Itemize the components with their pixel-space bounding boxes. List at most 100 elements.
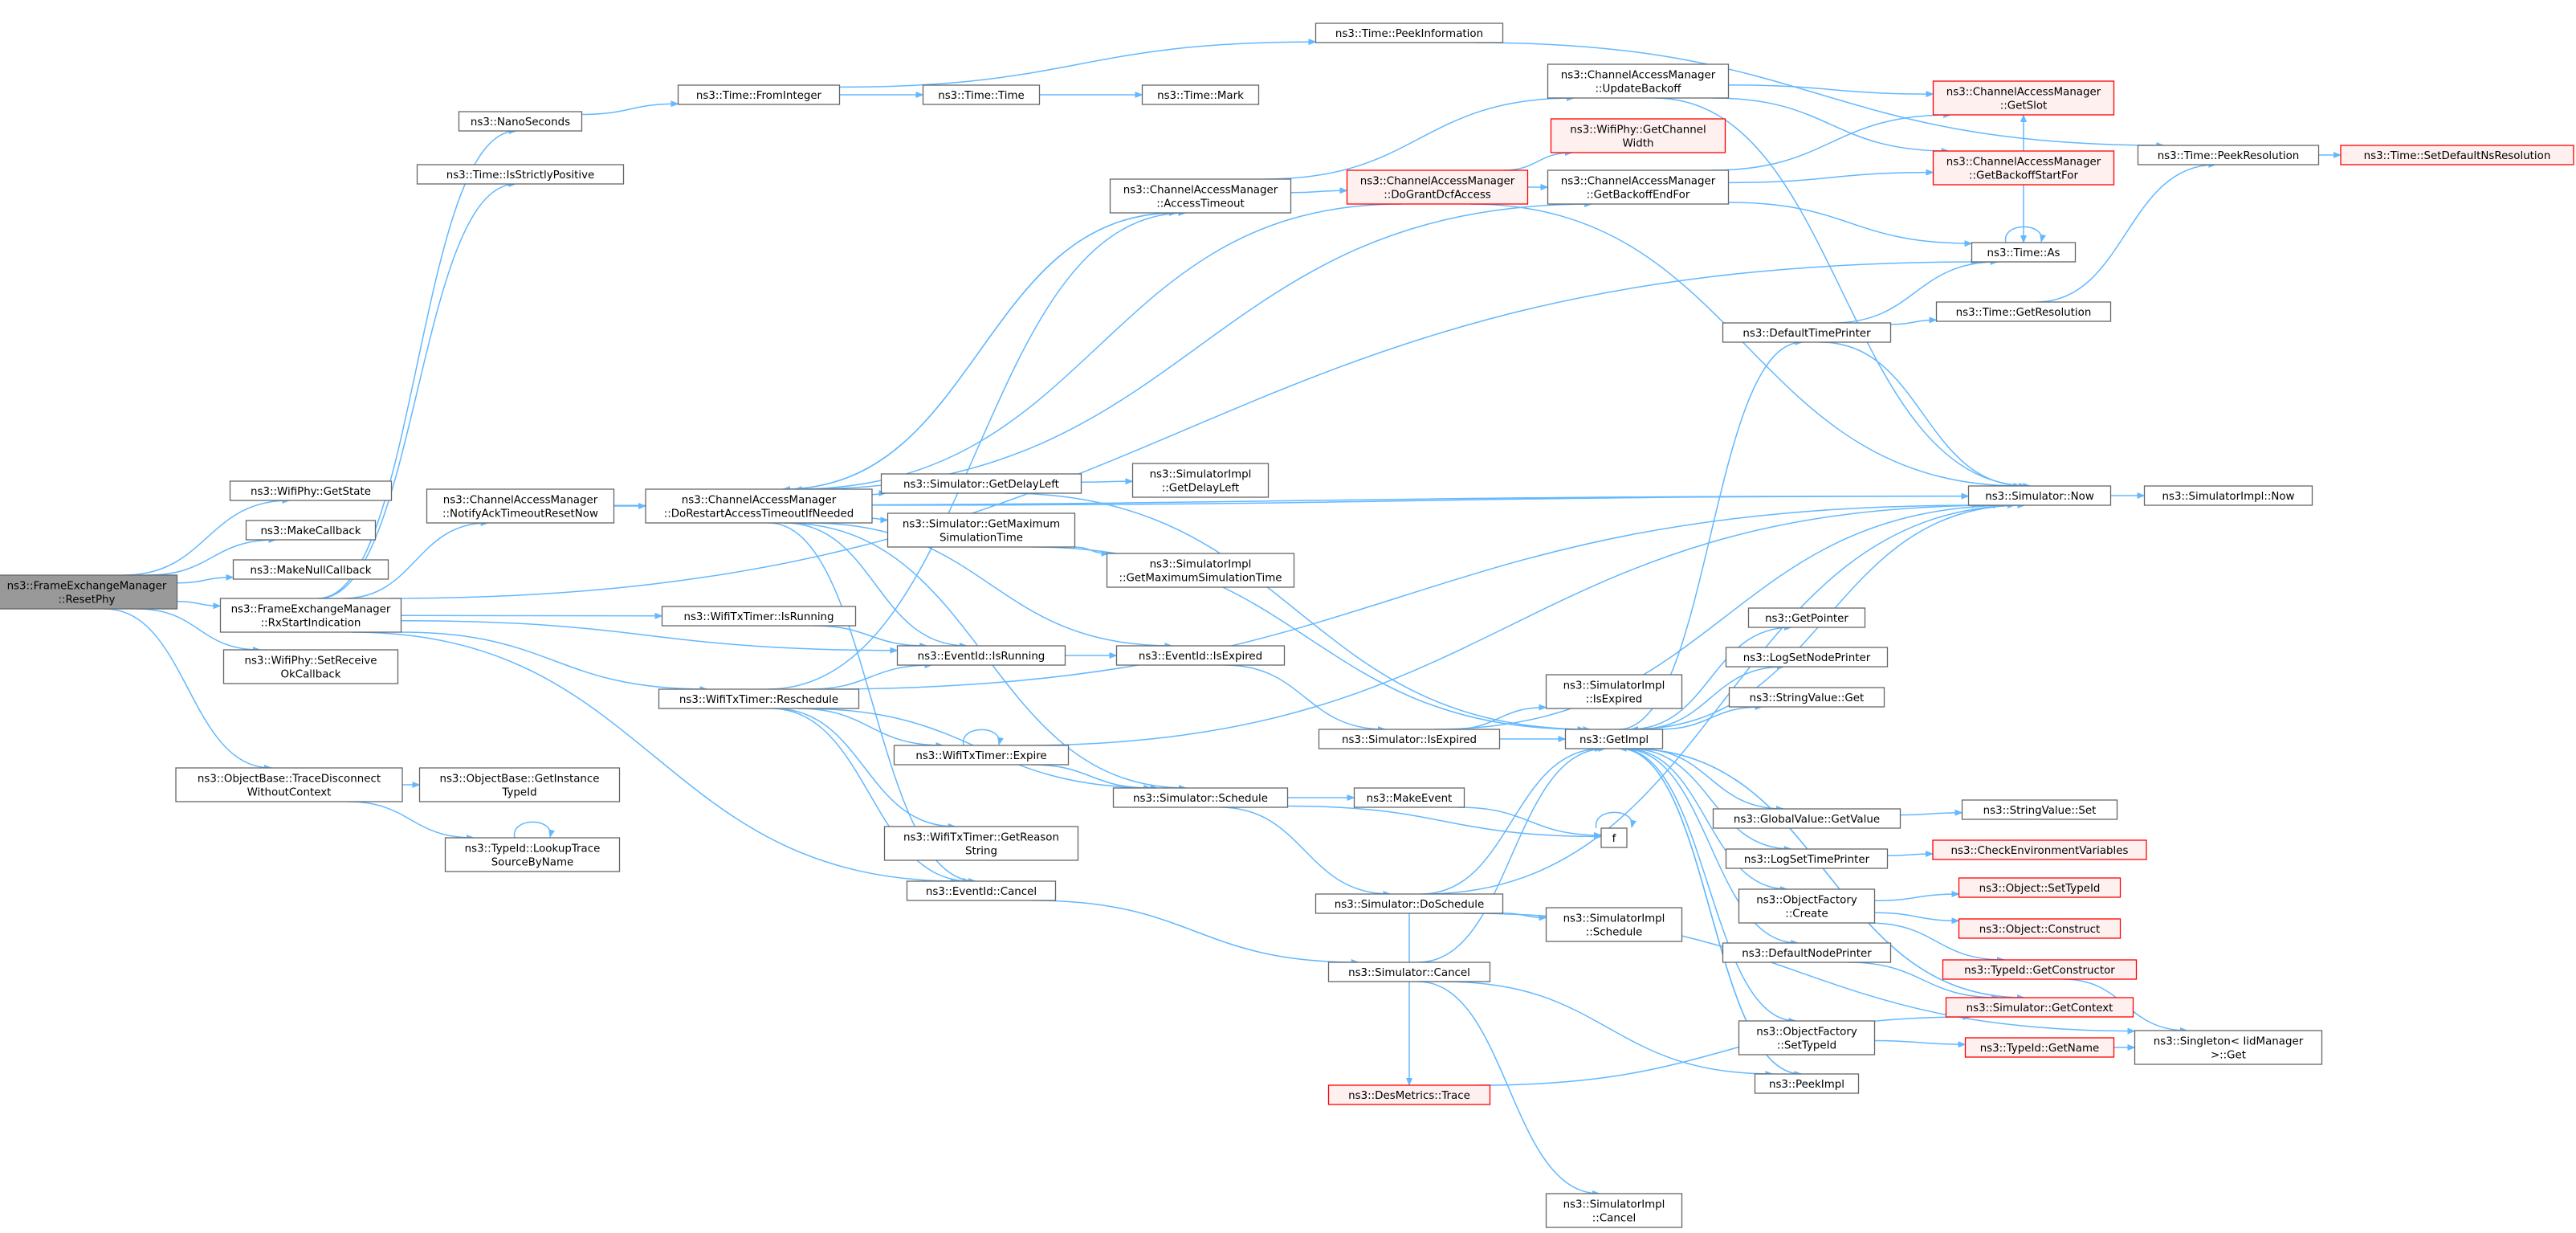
edge-f-to-f [1596, 811, 1636, 829]
node-label: ns3::WifiPhy::GetState [251, 486, 371, 498]
node-box [896, 645, 1066, 666]
node-implschedule[interactable]: ns3::SimulatorImpl::Schedule [1545, 907, 1683, 942]
node-settypeid[interactable]: ns3::Object::SetTypeId [1958, 877, 2122, 898]
node-singleton[interactable]: ns3::Singleton< IidManager>::Get [2134, 1030, 2323, 1065]
node-simisexpired[interactable]: ns3::Simulator::IsExpired [1318, 729, 1501, 749]
node-stringvalueget[interactable]: ns3::StringValue::Get [1728, 687, 1885, 708]
node-makecallback[interactable]: ns3::MakeCallback [245, 520, 377, 541]
node-eventisexpired[interactable]: ns3::EventId::IsExpired [1115, 645, 1286, 666]
node-box [645, 488, 873, 524]
node-getmaxsim[interactable]: ns3::Simulator::GetMaximumSimulationTime [887, 512, 1076, 548]
node-tracedisconnect[interactable]: ns3::ObjectBase::TraceDisconnectWithoutC… [175, 767, 403, 802]
node-defaulttimeprinter[interactable]: ns3::DefaultTimePrinter [1722, 322, 1892, 343]
node-implgetmaxsim[interactable]: ns3::SimulatorImpl::GetMaximumSimulation… [1106, 553, 1295, 588]
node-frominteger[interactable]: ns3::Time::FromInteger [677, 84, 841, 105]
node-globalvalueget[interactable]: ns3::GlobalValue::GetValue [1712, 808, 1901, 829]
node-root[interactable]: ns3::FrameExchangeManager::ResetPhy [0, 574, 178, 610]
node-peekresolution[interactable]: ns3::Time::PeekResolution [2137, 145, 2320, 165]
edge-rxstart-to-timeas [390, 259, 1979, 599]
node-destrace[interactable]: ns3::DesMetrics::Trace [1327, 1084, 1491, 1105]
edge-globalvalueget-to-stringvalueset [1900, 809, 1963, 816]
node-doschedule[interactable]: ns3::Simulator::DoSchedule [1314, 893, 1504, 914]
node-implgetdelayleft[interactable]: ns3::SimulatorImpl::GetDelayLeft [1131, 463, 1270, 498]
node-getconstructor[interactable]: ns3::TypeId::GetConstructor [1942, 959, 2138, 980]
node-box [1935, 301, 2112, 322]
node-box [1106, 553, 1295, 588]
node-getresolution[interactable]: ns3::Time::GetResolution [1935, 301, 2112, 322]
node-logsetnodeprinter[interactable]: ns3::LogSetNodePrinter [1725, 647, 1889, 668]
edge-accesstimeout-to-dorestart [781, 212, 1177, 492]
node-schedule[interactable]: ns3::Simulator::Schedule [1112, 787, 1289, 808]
node-implisexpired[interactable]: ns3::SimulatorImpl::IsExpired [1545, 674, 1683, 709]
node-label: ns3::Time::PeekInformation [1335, 28, 1483, 40]
node-getimpl[interactable]: ns3::GetImpl [1564, 729, 1664, 749]
node-label: TypeId [501, 787, 536, 799]
node-getstate[interactable]: ns3::WifiPhy::GetState [229, 480, 393, 501]
node-simnow[interactable]: ns3::Simulator::Now [1967, 485, 2112, 506]
node-implcancel[interactable]: ns3::SimulatorImpl::Cancel [1545, 1193, 1683, 1228]
node-defaultnodeprinter[interactable]: ns3::DefaultNodePrinter [1722, 942, 1892, 963]
node-makeevent[interactable]: ns3::MakeEvent [1353, 787, 1465, 808]
node-label: ns3::GlobalValue::GetValue [1734, 814, 1880, 826]
node-label: ns3::StringValue::Get [1750, 692, 1865, 704]
node-timetime[interactable]: ns3::Time::Time [922, 84, 1041, 105]
node-timeas[interactable]: ns3::Time::As [1971, 242, 2077, 263]
node-eventcancel[interactable]: ns3::EventId::Cancel [906, 880, 1057, 901]
node-objectfactorycreate[interactable]: ns3::ObjectFactory::Create [1738, 888, 1876, 924]
edge-accesstimeout-to-dogrant [1290, 187, 1348, 194]
node-peekimpl[interactable]: ns3::PeekImpl [1754, 1073, 1860, 1094]
node-getdelayleft[interactable]: ns3::Simulator::GetDelayLeft [880, 473, 1082, 494]
edge-root-to-rxstart [177, 600, 222, 610]
node-getbackoffstartfor[interactable]: ns3::ChannelAccessManager::GetBackoffSta… [1932, 150, 2115, 186]
node-expire[interactable]: ns3::WifiTxTimer::Expire [893, 745, 1070, 766]
node-updatebackoff[interactable]: ns3::ChannelAccessManager::UpdateBackoff [1547, 63, 1730, 99]
node-box [1545, 1193, 1683, 1228]
node-label: ns3::ChannelAccessManager [1561, 70, 1716, 82]
edge-root-to-makecallback [148, 537, 277, 576]
node-wifitxisrunning[interactable]: ns3::WifiTxTimer::IsRunning [661, 606, 857, 627]
node-getname[interactable]: ns3::TypeId::GetName [1964, 1037, 2115, 1058]
node-box [1112, 787, 1289, 808]
node-notifyack[interactable]: ns3::ChannelAccessManager::NotifyAckTime… [426, 488, 615, 524]
node-construct[interactable]: ns3::Object::Construct [1958, 918, 2122, 939]
node-getbackoffendfor[interactable]: ns3::ChannelAccessManager::GetBackoffEnd… [1547, 169, 1730, 205]
node-dogrant[interactable]: ns3::ChannelAccessManager::DoGrantDcfAcc… [1346, 169, 1529, 205]
node-box [245, 520, 377, 541]
node-checkenv[interactable]: ns3::CheckEnvironmentVariables [1932, 839, 2147, 860]
node-label: ns3::LogSetTimePrinter [1744, 854, 1870, 866]
node-simcancel[interactable]: ns3::Simulator::Cancel [1327, 961, 1491, 982]
edge-schedule-to-f [1287, 805, 1602, 840]
node-timemark[interactable]: ns3::Time::Mark [1141, 84, 1260, 105]
node-getslot[interactable]: ns3::ChannelAccessManager::GetSlot [1932, 80, 2115, 116]
node-accesstimeout[interactable]: ns3::ChannelAccessManager::AccessTimeout [1109, 178, 1292, 214]
node-box [1967, 485, 2112, 506]
node-getcontext[interactable]: ns3::Simulator::GetContext [1945, 997, 2134, 1018]
node-makenullcallback[interactable]: ns3::MakeNullCallback [232, 559, 389, 580]
node-isstrictlypositive[interactable]: ns3::Time::IsStrictlyPositive [416, 164, 625, 185]
node-objectfactorysettypeid[interactable]: ns3::ObjectFactory::SetTypeId [1738, 1020, 1876, 1055]
node-box [1131, 463, 1270, 498]
node-box [1550, 118, 1726, 153]
node-label: ::IsExpired [1586, 694, 1643, 706]
node-nanoseconds[interactable]: ns3::NanoSeconds [458, 111, 583, 132]
edge-defaulttimeprinter-to-simnow [1820, 341, 2027, 489]
node-reschedule[interactable]: ns3::WifiTxTimer::Reschedule [658, 688, 860, 709]
node-dorestart[interactable]: ns3::ChannelAccessManager::DoRestartAcce… [645, 488, 873, 524]
node-logsettimeprinter[interactable]: ns3::LogSetTimePrinter [1725, 848, 1889, 869]
edge-rxstart-to-eventisrunning [401, 619, 899, 654]
node-box [232, 559, 389, 580]
node-f[interactable]: f [1600, 827, 1628, 848]
node-rxstart[interactable]: ns3::FrameExchangeManager::RxStartIndica… [219, 598, 402, 633]
node-stringvalueset[interactable]: ns3::StringValue::Set [1961, 799, 2118, 820]
node-implnow[interactable]: ns3::SimulatorImpl::Now [2143, 485, 2313, 506]
node-peekinformation[interactable]: ns3::Time::PeekInformation [1314, 22, 1504, 43]
node-setdefaultns[interactable]: ns3::Time::SetDefaultNsResolution [2340, 145, 2574, 165]
node-getpointer[interactable]: ns3::GetPointer [1747, 607, 1866, 628]
node-box [1314, 22, 1504, 43]
node-eventisrunning[interactable]: ns3::EventId::IsRunning [896, 645, 1066, 666]
